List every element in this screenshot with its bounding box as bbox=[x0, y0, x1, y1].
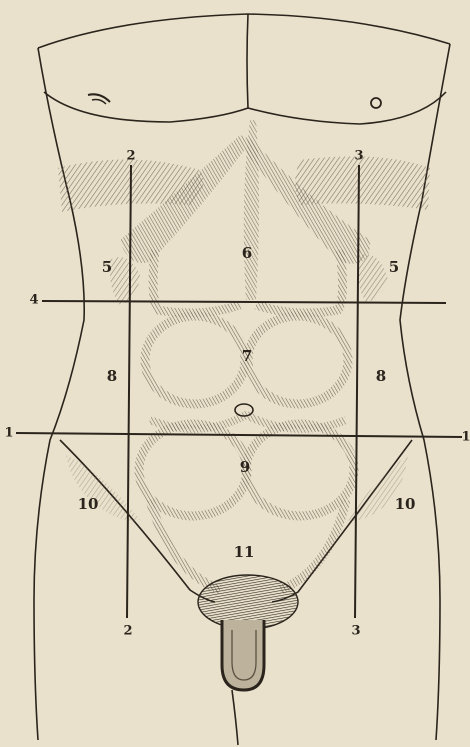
line-label-1-right: 1 bbox=[461, 430, 470, 445]
line-label-4: 4 bbox=[29, 293, 38, 308]
line-label-1-left: 1 bbox=[4, 426, 13, 441]
region-label-11: 11 bbox=[234, 543, 255, 561]
region-label-8-right: 8 bbox=[376, 367, 386, 385]
line-label-2-top: 2 bbox=[126, 149, 135, 164]
region-label-9: 9 bbox=[240, 458, 250, 476]
region-label-7: 7 bbox=[242, 347, 252, 365]
region-label-10-right: 10 bbox=[395, 495, 416, 513]
line-label-2-bottom: 2 bbox=[123, 624, 132, 639]
region-label-5-right: 5 bbox=[389, 258, 399, 276]
region-label-5-left: 5 bbox=[102, 258, 112, 276]
region-label-6: 6 bbox=[242, 244, 252, 262]
region-label-8-left: 8 bbox=[107, 367, 117, 385]
region-label-10-left: 10 bbox=[78, 495, 99, 513]
line-label-3-bottom: 3 bbox=[351, 624, 360, 639]
line-label-3-top: 3 bbox=[354, 149, 363, 164]
